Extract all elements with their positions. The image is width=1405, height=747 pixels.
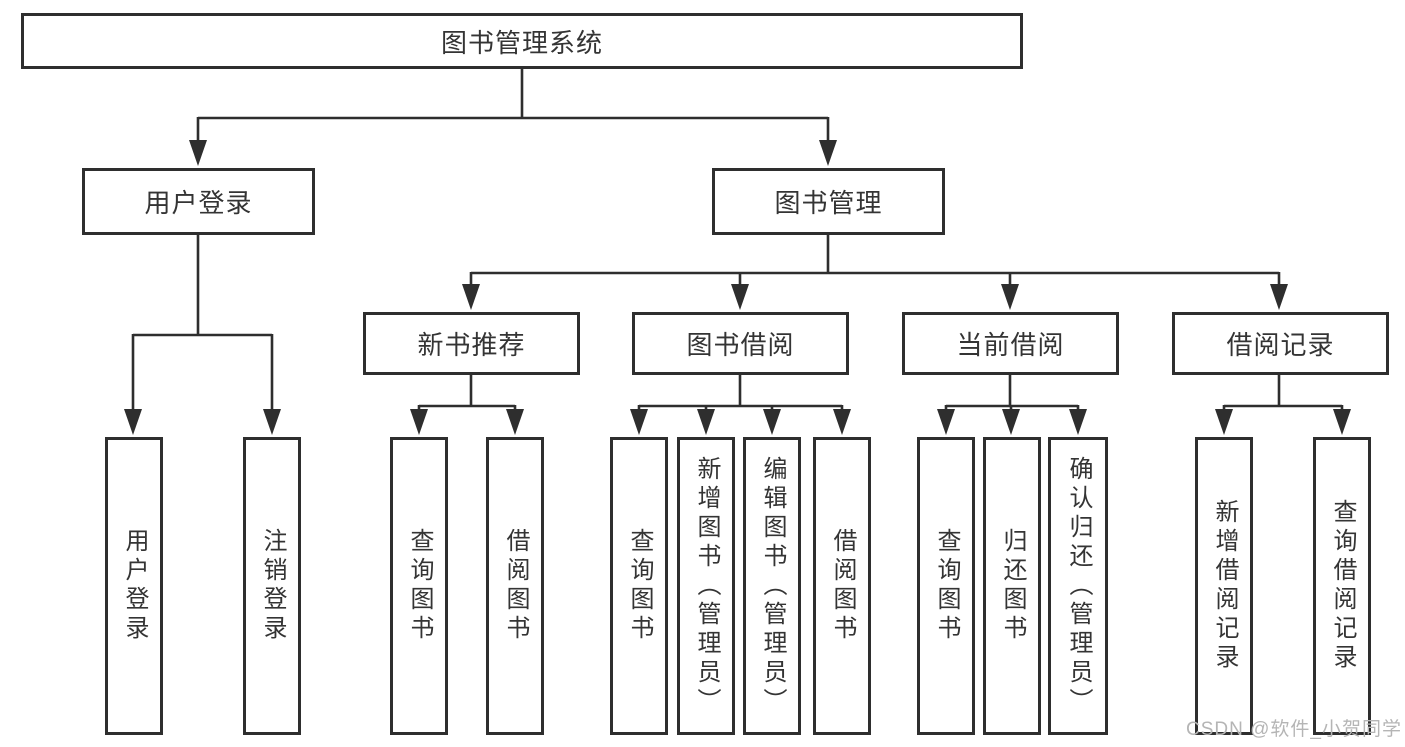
arrowheads (124, 140, 1351, 435)
leaf-user-login: 用户登录 (105, 437, 163, 735)
leaf-return-books: 归还图书 (983, 437, 1041, 735)
leaf-query-borrow-record: 查询借阅记录 (1313, 437, 1371, 735)
leaf-add-books-admin: 新增图书（管理员） (677, 437, 735, 735)
leaf-borrow-books-borrowing: 借阅图书 (813, 437, 871, 735)
node-user-login: 用户登录 (82, 168, 315, 235)
node-new-book-recommendation: 新书推荐 (363, 312, 580, 375)
csdn-watermark: CSDN @软件_小贺同学 (1186, 719, 1402, 740)
node-book-borrowing: 图书借阅 (632, 312, 849, 375)
leaf-query-books-borrowing: 查询图书 (610, 437, 668, 735)
node-borrowing-records: 借阅记录 (1172, 312, 1389, 375)
leaf-query-books-current: 查询图书 (917, 437, 975, 735)
node-library-management-system: 图书管理系统 (21, 13, 1023, 69)
node-book-management: 图书管理 (712, 168, 945, 235)
leaf-borrow-books-recommend: 借阅图书 (486, 437, 544, 735)
node-current-borrowing: 当前借阅 (902, 312, 1119, 375)
leaf-edit-books-admin: 编辑图书（管理员） (743, 437, 801, 735)
leaf-confirm-return-admin: 确认归还（管理员） (1048, 437, 1108, 735)
leaf-add-borrow-record: 新增借阅记录 (1195, 437, 1253, 735)
leaf-query-books-recommend: 查询图书 (390, 437, 448, 735)
leaf-logout-login: 注销登录 (243, 437, 301, 735)
